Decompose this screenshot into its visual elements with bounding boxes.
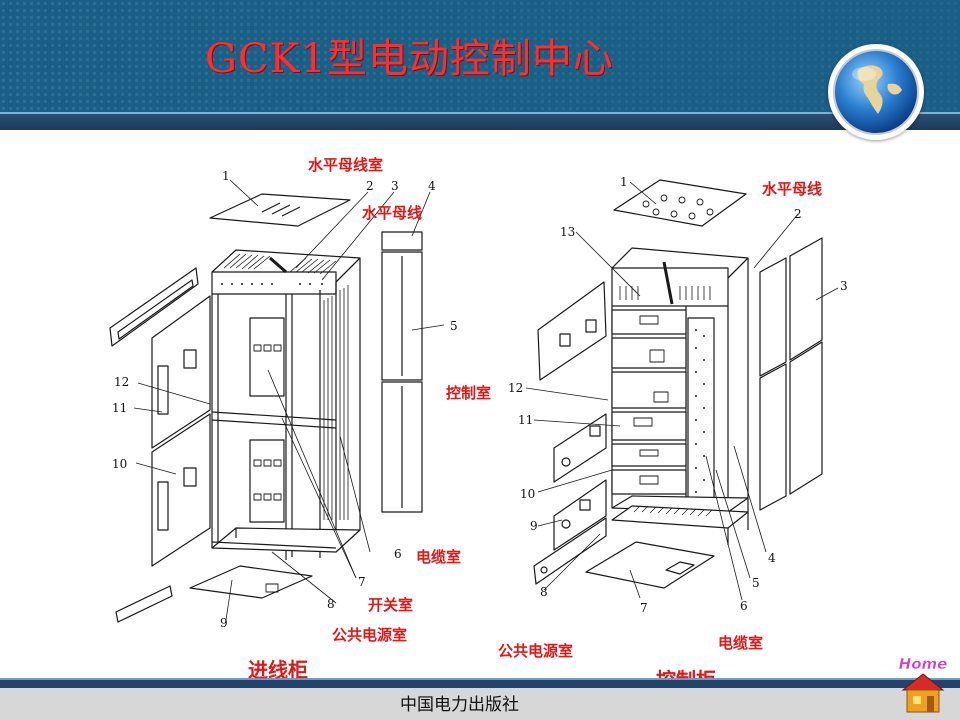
left-num-3: 3: [391, 179, 399, 193]
incoming-cabinet-drawing: [109, 179, 445, 623]
label-busbar-left: 水平母线: [362, 204, 423, 222]
left-num-7: 7: [358, 575, 366, 589]
right-num-5: 5: [752, 576, 760, 590]
slide-header: [0, 0, 960, 112]
publisher-text: 中国电力出版社: [400, 695, 519, 715]
right-num-12: 12: [508, 381, 523, 395]
footer-band: [0, 678, 960, 690]
label-control-room: 控制室: [446, 384, 492, 402]
left-num-9: 9: [220, 616, 228, 630]
right-num-1: 1: [620, 175, 628, 189]
left-num-10: 10: [112, 457, 127, 471]
left-num-1: 1: [222, 169, 230, 183]
left-num-5: 5: [450, 319, 458, 333]
header-band: [0, 112, 960, 130]
label-cable-room-right: 电缆室: [718, 634, 764, 652]
right-num-6: 6: [740, 599, 748, 613]
left-num-2: 2: [366, 179, 374, 193]
label-busbar-room: 水平母线室: [308, 156, 384, 174]
footer-bar: [0, 688, 960, 720]
control-cabinet-drawing: [525, 179, 839, 601]
left-num-8: 8: [327, 597, 335, 611]
left-num-12: 12: [114, 375, 129, 389]
right-num-4: 4: [768, 551, 776, 565]
label-switch-room: 开关室: [368, 596, 414, 614]
right-num-8: 8: [540, 585, 548, 599]
label-busbar-right: 水平母线: [762, 180, 823, 198]
cabinet-diagrams: 1 2 3 4 5 6 7 8 9 10 11 12 1 2 3 4 5 6 7…: [109, 169, 848, 630]
label-power-room-right: 公共电源室: [498, 642, 574, 660]
right-num-9: 9: [530, 519, 538, 533]
home-icon: Home: [898, 655, 948, 713]
header-shading: [0, 0, 960, 112]
label-cable-room-left: 电缆室: [416, 548, 462, 566]
right-num-10: 10: [520, 487, 535, 501]
right-num-2: 2: [794, 207, 802, 221]
right-num-7: 7: [640, 601, 648, 615]
right-num-11: 11: [518, 413, 533, 427]
right-num-3: 3: [840, 279, 848, 293]
home-button[interactable]: Home: [893, 650, 953, 714]
left-num-6: 6: [394, 547, 402, 561]
left-num-11: 11: [112, 401, 127, 415]
home-label: Home: [899, 655, 948, 673]
left-num-4: 4: [428, 179, 436, 193]
globe-icon: [828, 44, 924, 140]
label-power-room-left: 公共电源室: [332, 626, 408, 644]
right-num-13: 13: [560, 225, 575, 239]
slide-title: GCK1型电动控制中心: [205, 36, 614, 82]
